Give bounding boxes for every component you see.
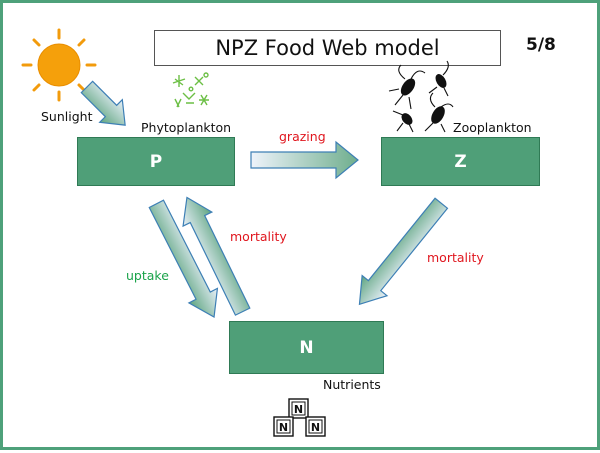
zooplankton-label: Zooplankton	[453, 120, 532, 135]
mortality-p-arrow	[148, 199, 219, 318]
node-p: P	[77, 137, 235, 186]
phytoplankton-label: Phytoplankton	[141, 120, 232, 135]
nutrient-block-label: N	[294, 403, 303, 416]
title-text: NPZ Food Web model	[215, 36, 440, 60]
grazing-arrow	[250, 140, 359, 180]
node-n-letter: N	[299, 337, 314, 358]
node-z-letter: Z	[454, 151, 467, 172]
grazing-label: grazing	[279, 129, 326, 144]
phytoplankton-icon	[172, 72, 209, 108]
mortality-z-label: mortality	[427, 250, 484, 265]
nutrient-block-label: N	[279, 421, 288, 434]
sunlight-label: Sunlight	[41, 109, 93, 124]
nutrient-block-label: N	[311, 421, 320, 434]
nutrient-blocks-icon: N N N	[273, 398, 326, 437]
uptake-label: uptake	[126, 268, 169, 283]
node-p-letter: P	[149, 151, 163, 172]
page-title: NPZ Food Web model	[154, 30, 501, 66]
mortality-p-label: mortality	[230, 229, 287, 244]
sunlight-arrow	[80, 80, 126, 126]
node-z: Z	[381, 137, 540, 186]
slide-number: 5/8	[526, 35, 556, 55]
nutrients-label: Nutrients	[323, 377, 381, 392]
sun-icon	[21, 28, 97, 102]
zooplankton-icon	[388, 60, 454, 133]
diagram-graphics: N N N	[21, 28, 454, 437]
mortality-z-arrow	[358, 197, 449, 306]
uptake-arrow	[182, 196, 251, 316]
node-n: N	[229, 321, 384, 374]
